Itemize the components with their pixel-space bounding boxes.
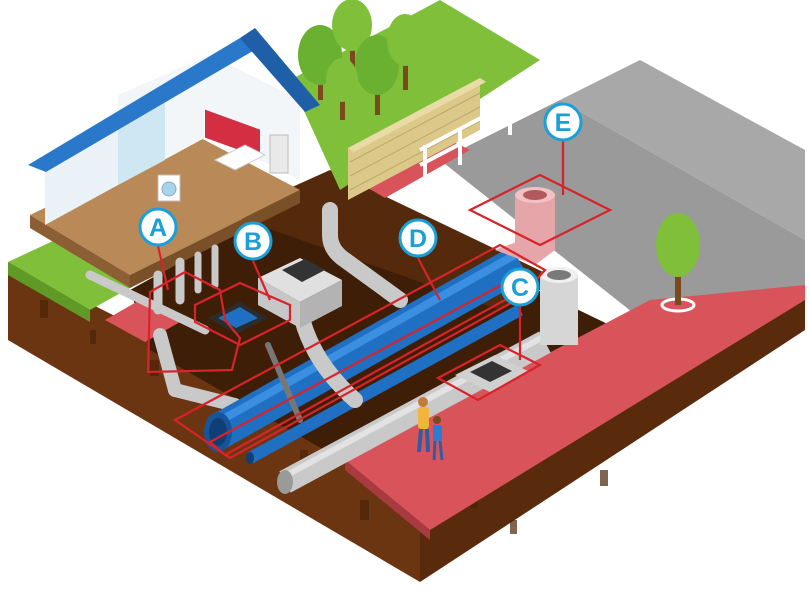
house-drain-pipes [85,244,242,412]
callout-ring [500,267,540,307]
road-far [560,60,805,240]
sidewalk-front-edge [345,460,430,540]
callout-label: D [409,225,427,253]
callout-ring [398,218,438,258]
callout-label: A [149,214,167,242]
sidewalk-back [355,135,470,198]
house [28,28,320,288]
soil-right-face [420,285,805,582]
sidewalk-front [345,285,805,530]
leader-line-b [251,260,272,301]
callout-label: C [511,274,529,302]
highlight-region-b [193,281,292,347]
small-blue-pipe [246,304,523,464]
callout-label: B [244,228,262,256]
highlight-region-e [467,173,613,247]
grass-left [8,240,135,310]
callout-e[interactable]: E [543,102,583,142]
leader-line-d [417,257,441,301]
leader-line-a [156,245,170,291]
blue-corrugated-pipe [204,246,529,452]
garden-wall [348,78,486,200]
road-surface [440,100,805,350]
callout-ring [543,102,583,142]
callout-label: E [555,109,572,137]
trees-background [298,0,423,120]
tree-roadside [656,213,700,313]
road-gully [455,355,530,392]
manhole-e [495,187,555,265]
callout-d[interactable]: D [398,218,438,258]
callout-ring [138,207,178,247]
pedestrians [417,397,444,461]
callout-ring [233,221,273,261]
callout-b[interactable]: B [233,221,273,261]
manhole-shaft [540,267,578,345]
callout-c[interactable]: C [500,267,540,307]
highlight-region-a [146,270,242,374]
white-fence [419,98,516,182]
highlight-region-c [435,343,543,402]
grass-left-edge [8,262,90,322]
callout-a[interactable]: A [138,207,178,247]
